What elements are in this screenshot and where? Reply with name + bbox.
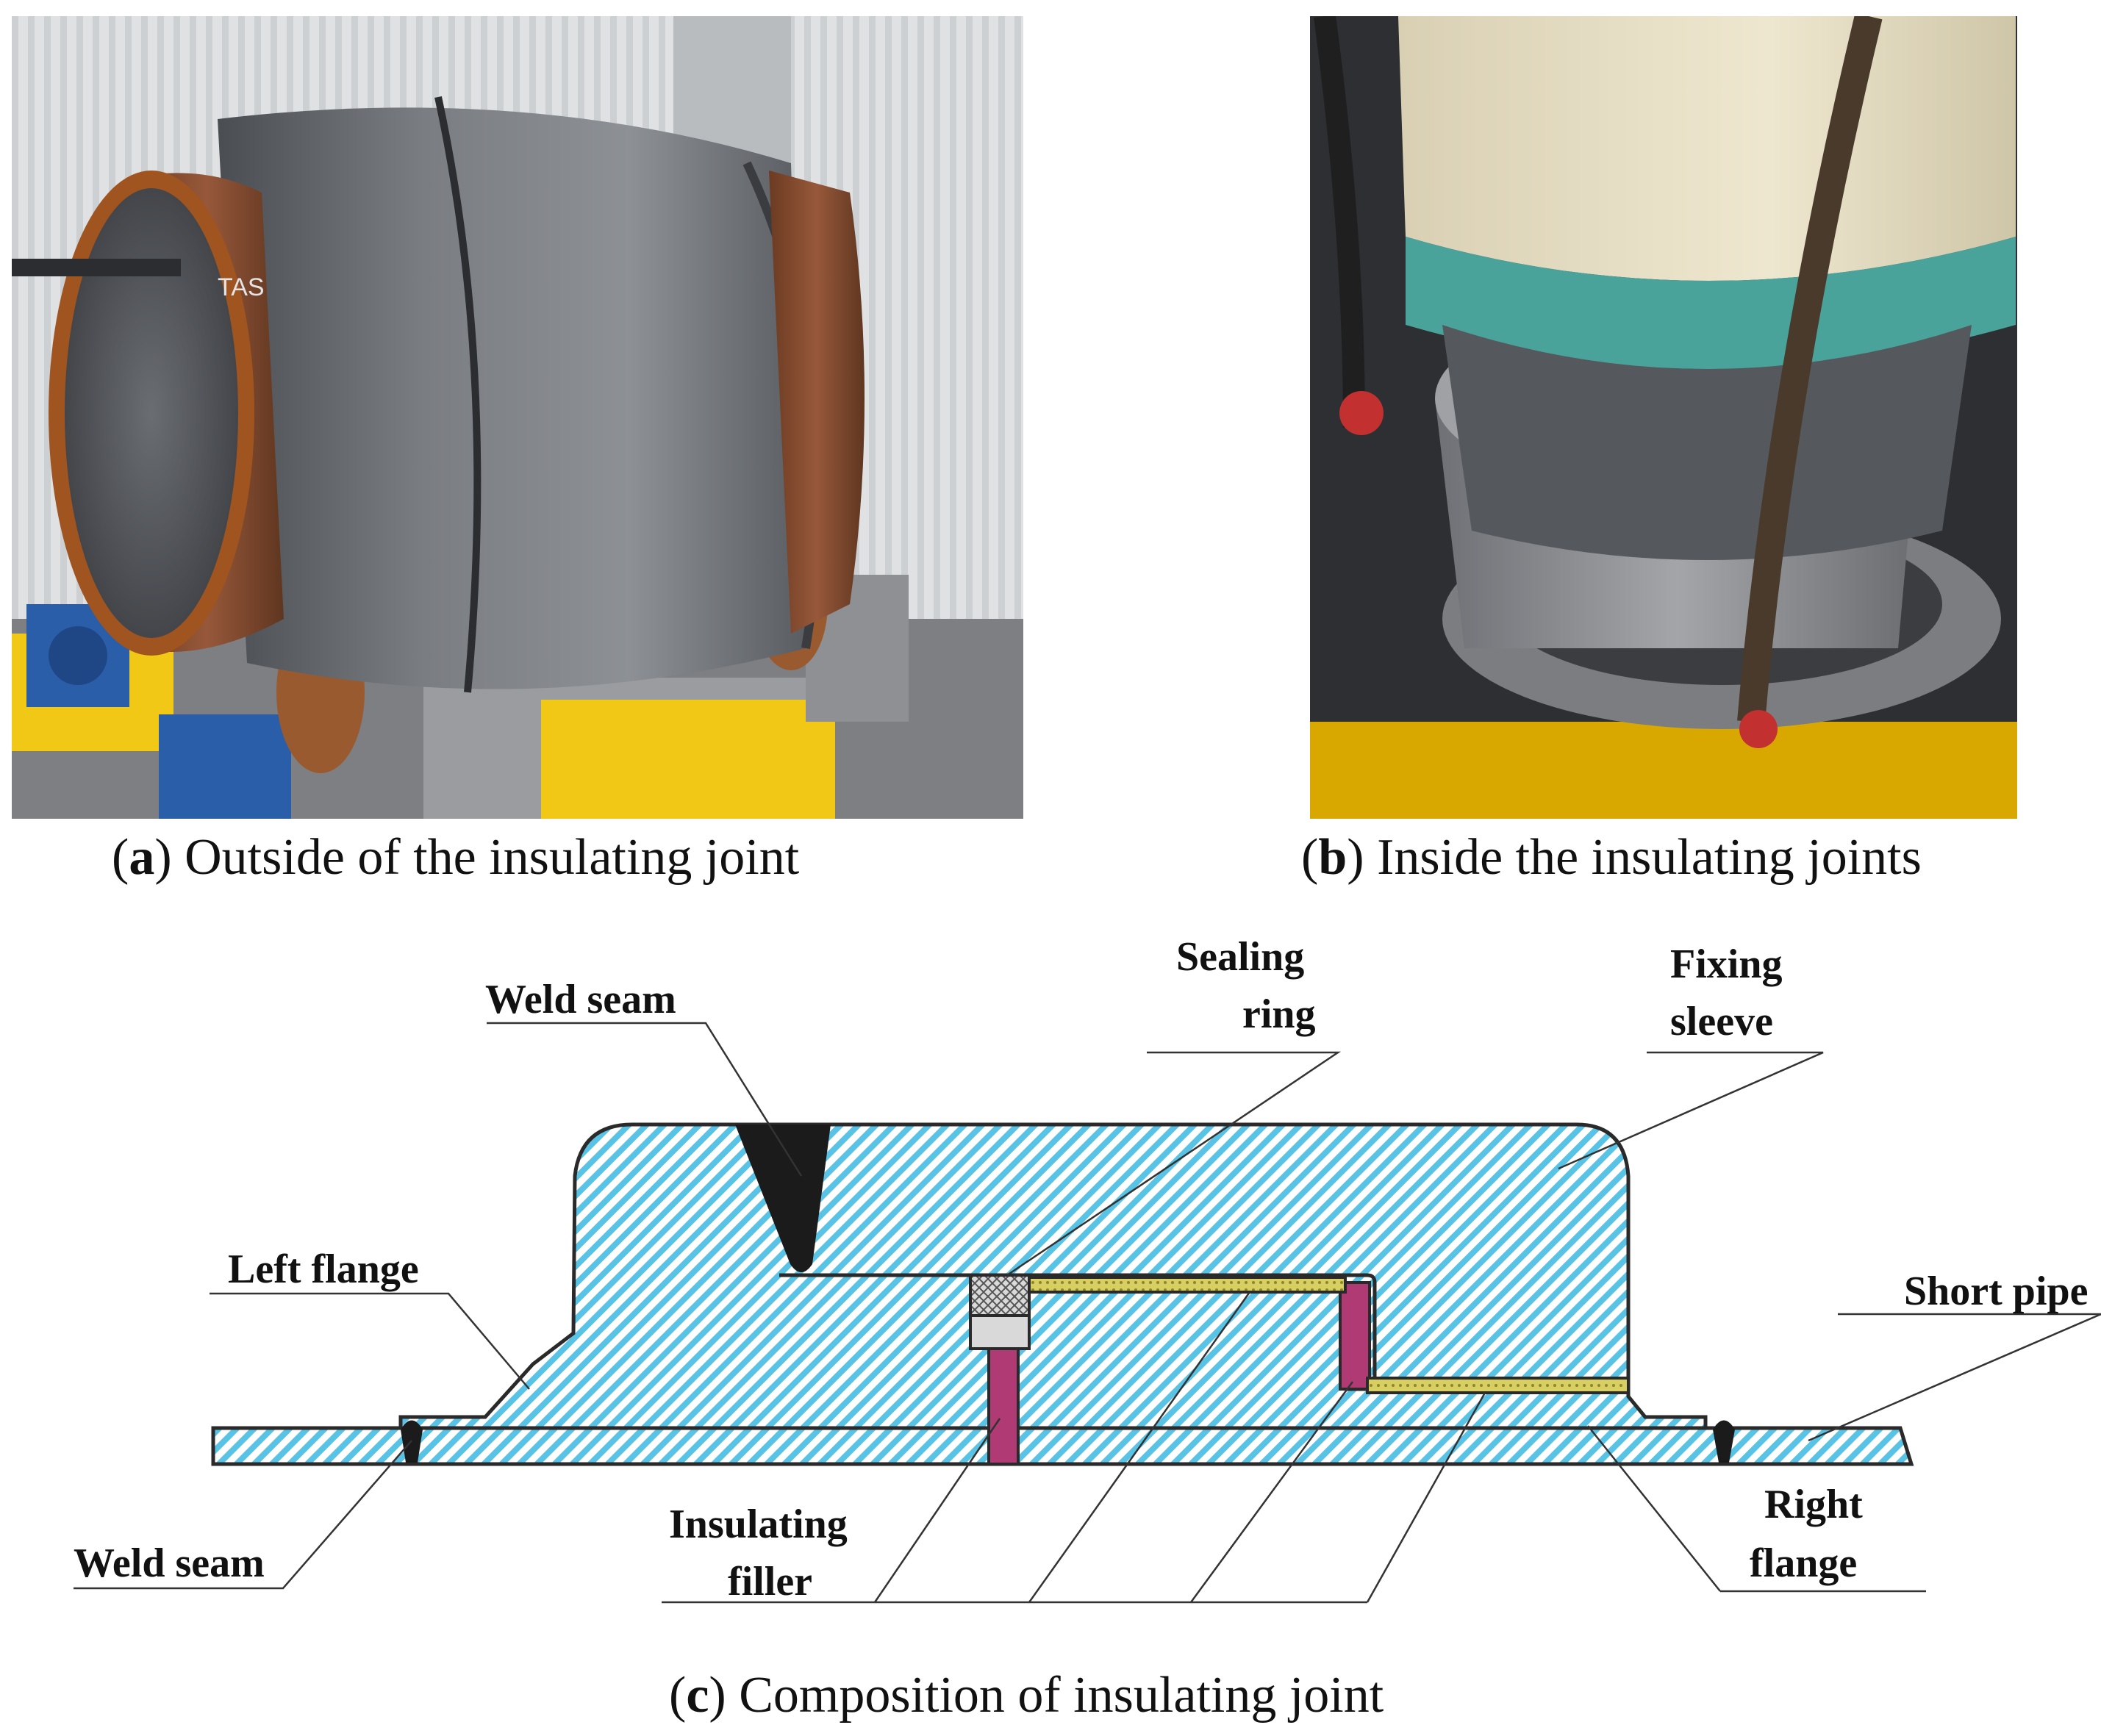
joint-body (211, 1122, 1914, 1466)
insulating-filler-shape-2 (987, 1347, 1020, 1466)
label-fixing-sleeve-2: sleeve (1670, 999, 1773, 1044)
label-insulating-filler-1: Insulating (669, 1502, 848, 1547)
insulating-filler-shape-3 (1339, 1281, 1371, 1391)
label-right-flange-2: flange (1750, 1540, 1857, 1586)
caption-panel-a: (a) Outside of the insulating joint (112, 829, 800, 886)
photo-outside-insulating-joint: TAS (12, 16, 1023, 819)
weld-seam-right-shape (1713, 1420, 1735, 1463)
caption-letter-b: b (1318, 829, 1347, 886)
weld-seam-top-shape (735, 1125, 831, 1272)
insulating-plate-lower (1366, 1377, 1630, 1394)
label-sealing-ring-1: Sealing (1176, 934, 1304, 980)
marking-text: TAS (218, 273, 265, 301)
photo-inside-insulating-joint (1310, 16, 2017, 819)
caption-panel-b: (b) Inside the insulating joints (1301, 829, 1922, 886)
label-short-pipe: Short pipe (1904, 1269, 2089, 1314)
caption-text-b: Inside the insulating joints (1377, 829, 1922, 886)
caption-panel-c: (c) Composition of insulating joint (669, 1667, 1384, 1724)
label-fixing-sleeve-1: Fixing (1670, 941, 1782, 987)
label-left-flange: Left flange (228, 1247, 419, 1292)
label-weld-seam-bottom: Weld seam (74, 1540, 265, 1586)
insulating-filler-shape-1 (969, 1314, 1031, 1350)
caption-letter-c: c (686, 1667, 709, 1724)
composition-diagram: Weld seam Sealing ring Fixing sleeve Lef… (0, 911, 2101, 1661)
sealing-ring-shape (969, 1274, 1031, 1317)
caption-text-c: Composition of insulating joint (739, 1667, 1384, 1724)
label-right-flange-1: Right (1764, 1482, 1863, 1527)
label-insulating-filler-2: filler (728, 1559, 812, 1604)
caption-letter-a: a (129, 829, 155, 886)
caption-text-a: Outside of the insulating joint (185, 829, 800, 886)
insulating-plate-upper (1028, 1276, 1347, 1294)
label-sealing-ring-2: ring (1242, 991, 1316, 1037)
label-weld-seam-top: Weld seam (485, 977, 676, 1022)
